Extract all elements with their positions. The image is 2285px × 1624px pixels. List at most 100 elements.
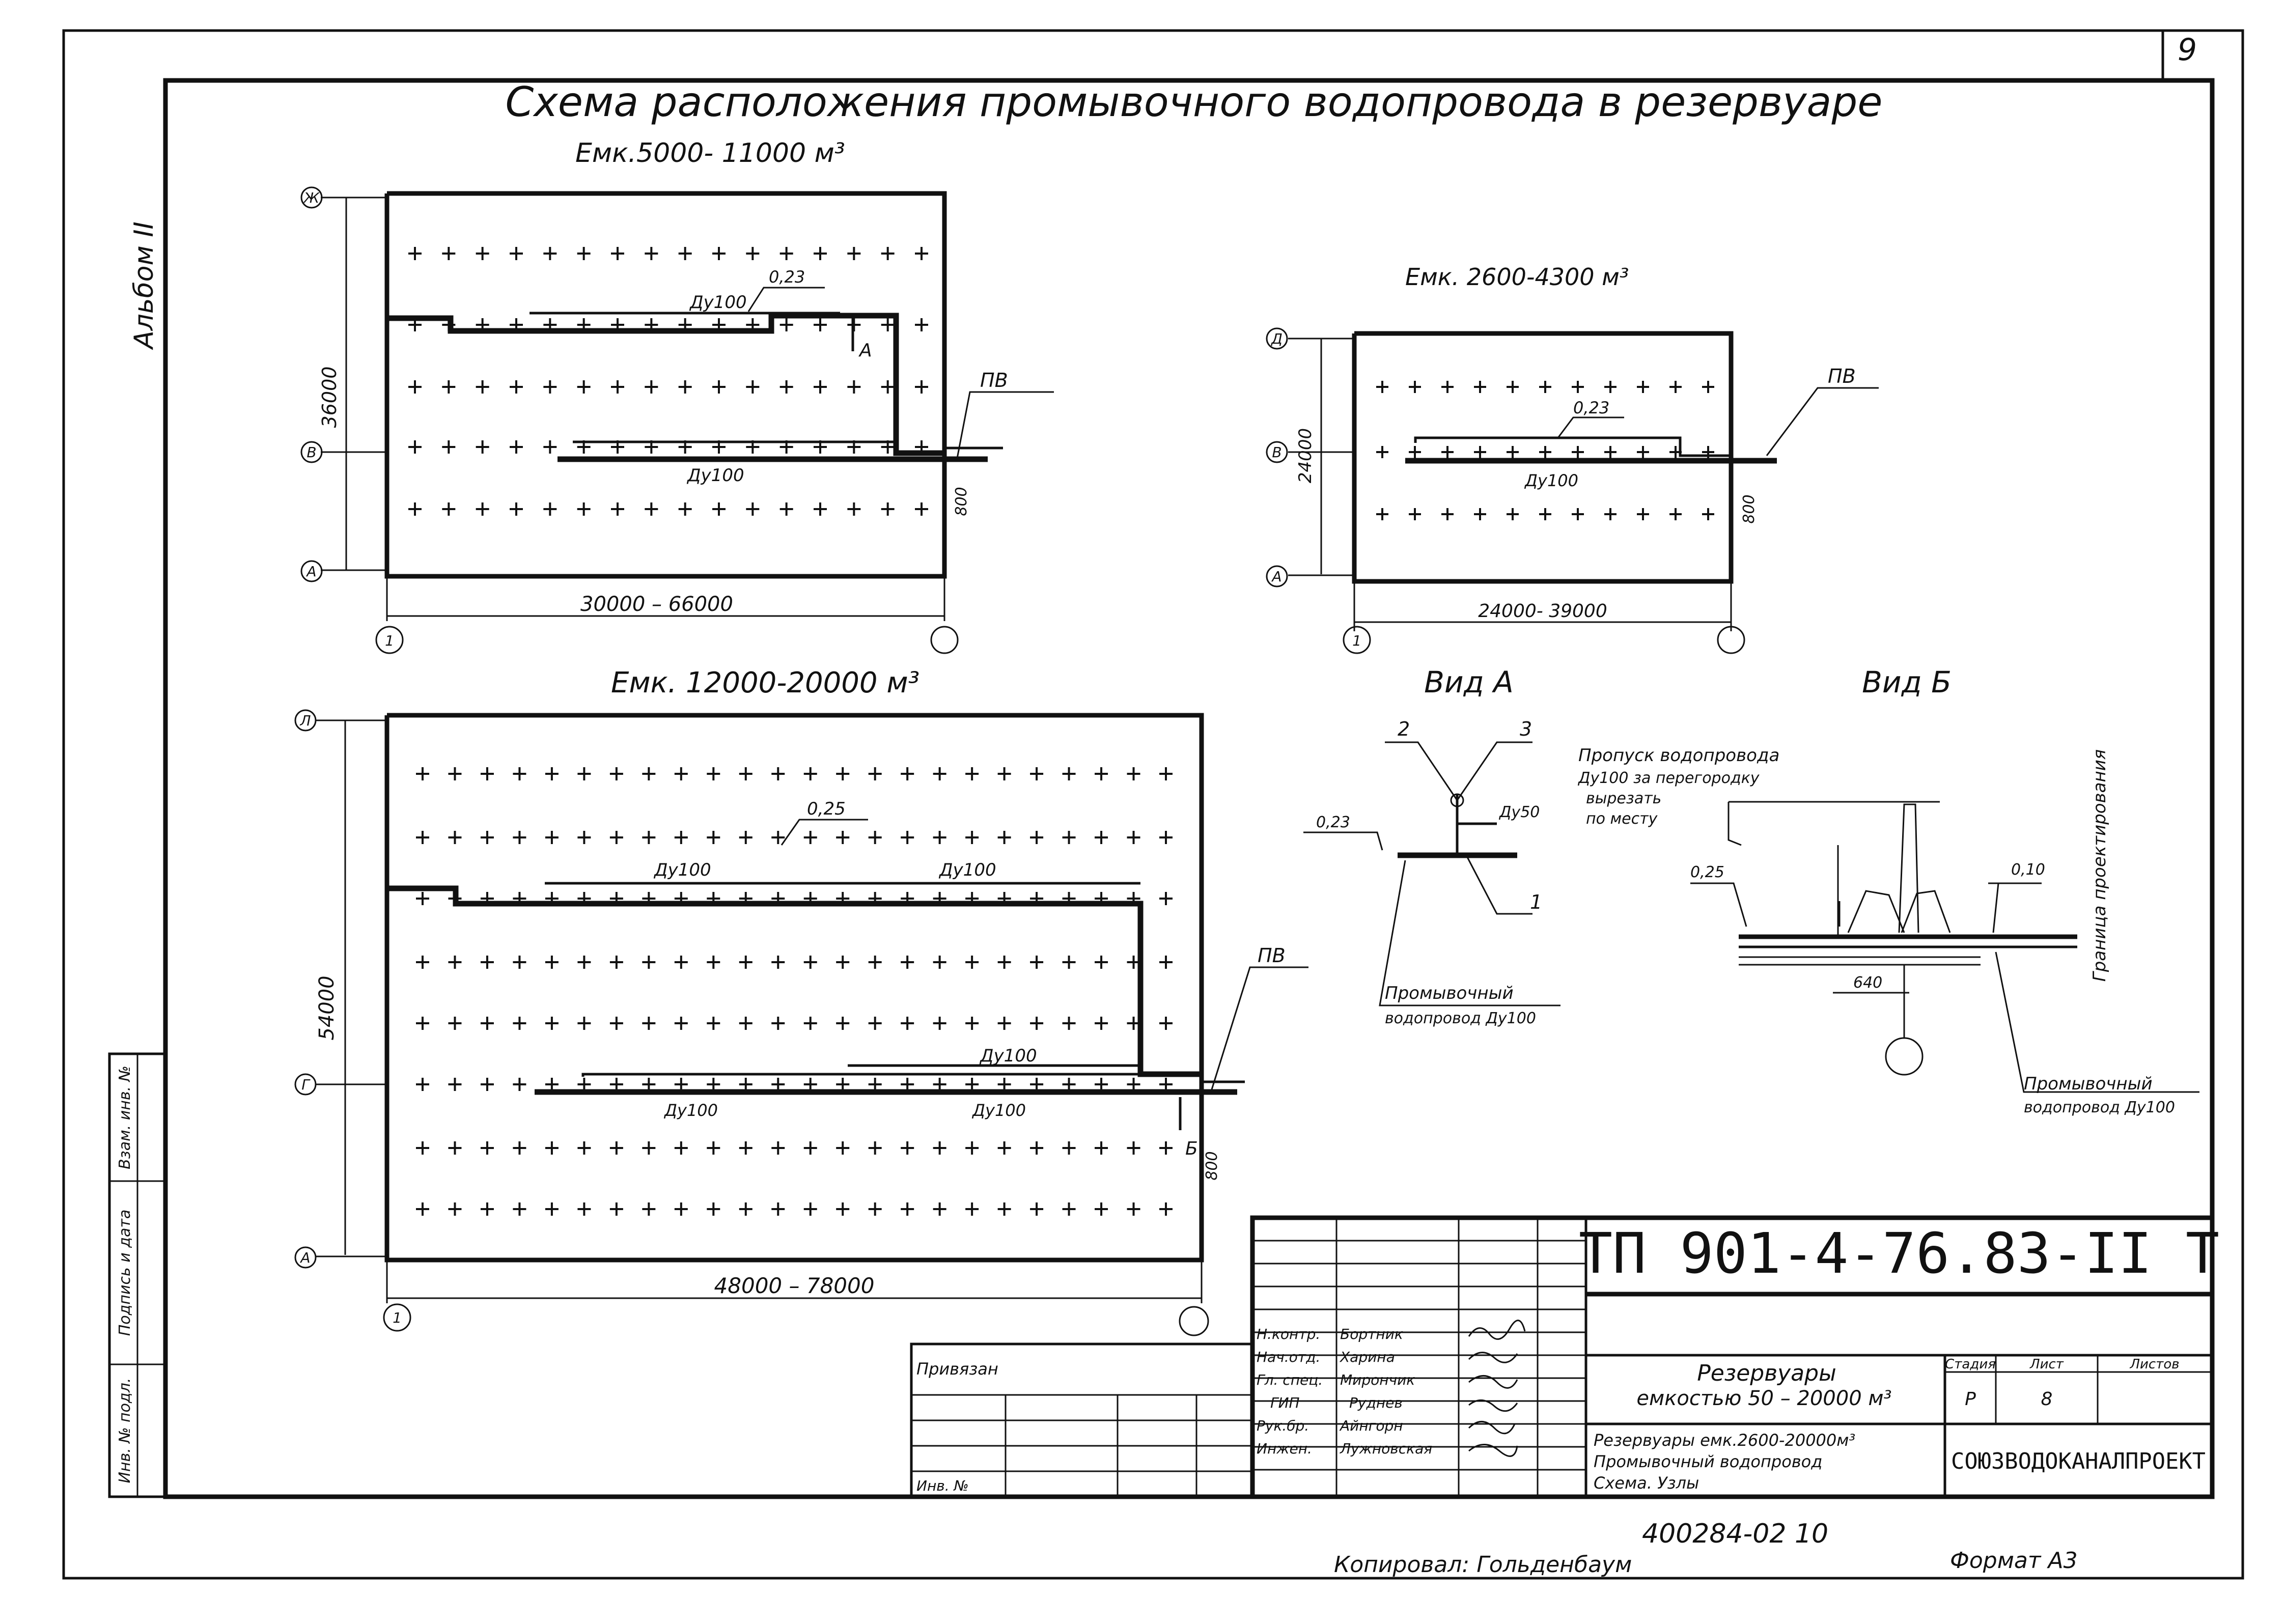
column-marker — [510, 502, 523, 516]
column-marker — [771, 1202, 785, 1216]
view-b-title: Вид Б — [1862, 665, 1952, 699]
plan-c-pipe-label-bottom-1: Ду100 — [663, 1101, 718, 1120]
column-marker — [642, 892, 656, 905]
column-marker — [868, 1141, 882, 1155]
plan-c-pipe-label-bottom-2: Ду100 — [971, 1101, 1026, 1120]
column-marker — [739, 767, 753, 780]
column-marker — [746, 440, 760, 454]
column-marker — [577, 1141, 591, 1155]
column-marker — [1095, 767, 1108, 780]
column-marker — [1474, 508, 1486, 520]
column-marker — [712, 380, 726, 394]
tb-sheet-title-3: Схема. Узлы — [1594, 1473, 1699, 1493]
column-marker — [847, 440, 861, 454]
plan-a-dim-width: 36000 — [318, 367, 341, 428]
column-marker — [1030, 1017, 1044, 1030]
plan-c-outline — [384, 713, 1204, 1263]
column-marker — [1159, 1202, 1173, 1216]
column-marker — [1030, 892, 1044, 905]
tb-name-3: Руднев — [1349, 1394, 1403, 1411]
column-marker — [803, 1078, 817, 1091]
tb-name-1: Харина — [1339, 1349, 1395, 1365]
column-marker — [510, 380, 523, 394]
column-marker — [965, 1141, 979, 1155]
column-marker — [1441, 446, 1454, 458]
column-marker — [645, 440, 658, 454]
column-marker — [847, 380, 861, 394]
plan-c-pipe-label-top-2: Ду100 — [938, 860, 996, 880]
tb-org: СОЮЗВОДОКАНАЛПРОЕКТ — [1951, 1448, 2206, 1474]
plan-c-axis-top: Л — [299, 712, 311, 729]
column-marker — [416, 1141, 429, 1155]
plan-b-dim-offset: 800 — [1740, 494, 1758, 523]
column-marker — [1127, 767, 1140, 780]
column-marker — [1095, 1141, 1108, 1155]
column-marker — [545, 767, 559, 780]
plan-b-axis-bottom: А — [1271, 568, 1281, 585]
plan-c-dim-width: 54000 — [315, 975, 339, 1040]
plan-c-pipe-label-top-1: Ду100 — [653, 860, 711, 880]
column-marker — [739, 956, 753, 969]
column-marker — [881, 380, 895, 394]
column-marker — [642, 1017, 656, 1030]
column-marker — [933, 1078, 946, 1091]
column-marker — [1127, 892, 1140, 905]
column-marker — [771, 1078, 785, 1091]
column-marker — [577, 767, 591, 780]
copied-by: Копировал: Гольденбаум — [1334, 1552, 1632, 1578]
plan-a-dim-offset: 800 — [953, 487, 970, 516]
column-marker — [543, 380, 557, 394]
column-marker — [933, 831, 946, 844]
column-marker — [442, 440, 456, 454]
column-marker — [901, 892, 914, 905]
column-marker — [1095, 1202, 1108, 1216]
column-marker — [642, 831, 656, 844]
column-marker — [480, 1141, 494, 1155]
column-marker — [448, 767, 462, 780]
column-marker — [1062, 1078, 1076, 1091]
column-marker — [739, 831, 753, 844]
column-marker — [609, 767, 623, 780]
tb-sheet-title-2: Промывочный водопровод — [1594, 1452, 1822, 1471]
view-b: Вид Б Пропуск водопровода Ду100 за перег… — [1577, 665, 2199, 1116]
column-marker — [674, 956, 688, 969]
plan-a-dim-length: 30000 – 66000 — [580, 593, 733, 616]
column-marker — [513, 1017, 526, 1030]
plan-b-axis-right — [1717, 626, 1745, 654]
column-marker — [1507, 508, 1519, 520]
column-marker — [1159, 892, 1173, 905]
column-marker — [965, 892, 979, 905]
column-marker — [416, 892, 429, 905]
column-marker — [577, 318, 591, 331]
column-marker — [814, 440, 827, 454]
column-marker — [814, 318, 827, 331]
column-marker — [901, 1202, 914, 1216]
column-marker — [901, 831, 914, 844]
column-marker — [513, 956, 526, 969]
column-marker — [881, 440, 895, 454]
tb-stage-header: Стадия — [1945, 1357, 1996, 1372]
column-marker — [712, 502, 726, 516]
column-marker — [868, 1078, 882, 1091]
column-marker — [868, 1017, 882, 1030]
column-marker — [836, 1141, 850, 1155]
column-marker — [739, 1078, 753, 1091]
view-a: Вид А 2 3 1 0,23 Ду50 Промывочный водопр… — [1303, 665, 1561, 1027]
view-b-pipe-note-1: Промывочный — [2024, 1074, 2153, 1094]
column-marker — [1539, 446, 1551, 458]
column-marker — [803, 767, 817, 780]
plan-c-pipe-top — [387, 885, 1202, 1077]
title-block: Привязан Инв. № ТП 901-4-76.83-II Т Н.ко… — [910, 1215, 2219, 1499]
plan-a-axis-right — [930, 626, 959, 654]
column-marker — [1376, 446, 1388, 458]
column-marker — [1030, 956, 1044, 969]
column-marker — [642, 956, 656, 969]
column-marker — [1030, 1141, 1044, 1155]
column-marker — [611, 318, 624, 331]
column-marker — [803, 1202, 817, 1216]
column-marker — [416, 956, 429, 969]
view-a-title: Вид А — [1424, 665, 1514, 699]
column-marker — [577, 247, 591, 260]
column-marker — [476, 318, 489, 331]
column-marker — [1062, 767, 1076, 780]
